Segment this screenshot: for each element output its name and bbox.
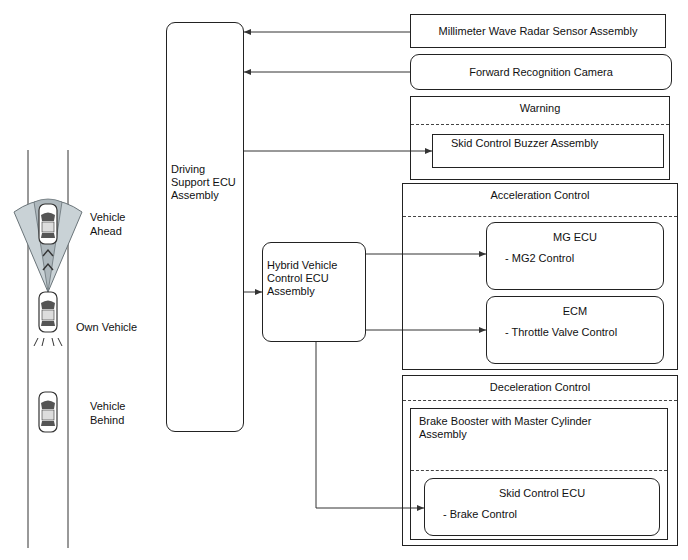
node-title: Driving Support ECU Assembly <box>167 23 243 202</box>
camera-box: Forward Recognition Camera <box>410 54 672 90</box>
vehicle-label: Vehicle Behind <box>90 399 150 427</box>
signal-arrow <box>316 342 424 508</box>
car-icon <box>39 204 57 244</box>
ecu-box: MG ECU- MG2 Control <box>486 222 664 290</box>
node-title: Hybrid Vehicle Control ECU Assembly <box>263 243 365 298</box>
car-icon <box>39 392 57 432</box>
group-box: Brake Booster with Master Cylinder Assem… <box>410 408 668 540</box>
group-box: Deceleration ControlBrake Booster with M… <box>402 375 678 546</box>
node-title: Acceleration Control <box>403 184 677 217</box>
node-title: Brake Booster with Master Cylinder Assem… <box>411 409 667 471</box>
radar-fan <box>14 200 82 292</box>
node-title: Skid Control ECU <box>425 479 659 500</box>
vehicle-label: Own Vehicle <box>76 320 156 334</box>
signal-arrow <box>244 151 432 152</box>
node-title: ECM <box>487 297 663 318</box>
car-group <box>39 204 57 432</box>
ecu-box: Skid Control ECU- Brake Control <box>424 478 660 536</box>
node-title: Warning <box>411 97 669 125</box>
chevrons <box>43 250 53 270</box>
car-icon <box>39 292 57 332</box>
group-box: WarningSkid Control Buzzer Assembly <box>410 96 670 180</box>
ecu-box: ECM- Throttle Valve Control <box>486 296 664 364</box>
signal-arrow <box>366 330 486 331</box>
signal-arrow <box>244 292 262 293</box>
signal-arrow <box>244 72 410 73</box>
buzzer-box: Skid Control Buzzer Assembly <box>432 134 664 168</box>
node-title: Deceleration Control <box>403 376 677 401</box>
node-detail: - MG2 Control <box>487 244 663 265</box>
signal-arrow <box>366 254 486 255</box>
signal-arrow <box>244 32 410 33</box>
camera-fan <box>34 199 62 292</box>
motion-marks <box>34 338 62 346</box>
ecu-box: Hybrid Vehicle Control ECU Assembly <box>262 242 366 342</box>
node-detail: - Throttle Valve Control <box>487 318 663 339</box>
node-title: Skid Control Buzzer Assembly <box>433 135 663 150</box>
vehicle-label: Vehicle Ahead <box>90 210 150 238</box>
node-title: MG ECU <box>487 223 663 244</box>
node-title: Millimeter Wave Radar Sensor Assembly <box>411 15 665 38</box>
group-box: Acceleration ControlMG ECU- MG2 ControlE… <box>402 183 678 370</box>
ecu-box: Driving Support ECU Assembly <box>166 22 244 432</box>
node-detail: - Brake Control <box>425 500 659 521</box>
sensor-box: Millimeter Wave Radar Sensor Assembly <box>410 14 666 48</box>
node-title: Forward Recognition Camera <box>411 55 671 79</box>
